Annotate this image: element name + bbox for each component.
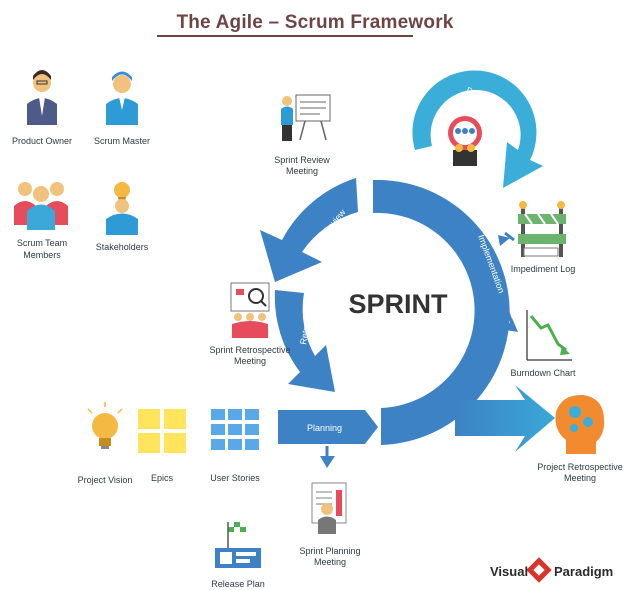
- release-plan-label: Release Plan: [211, 579, 265, 589]
- sprint-planning-label-line2: Meeting: [313, 557, 347, 567]
- project-retrospective-icon: [555, 394, 605, 454]
- output-arrows: [320, 231, 518, 468]
- burndown-chart-icon: [526, 310, 572, 361]
- sprint-retro-label-line1: Sprint Retrospective: [209, 345, 291, 355]
- release-plan-icon: [215, 522, 261, 568]
- user-stories-label: User Stories: [210, 473, 260, 483]
- planning-label: Planning: [307, 423, 342, 433]
- impediment-log-label: Impediment Log: [510, 264, 576, 274]
- sprint-retrospective-icon: [230, 282, 270, 338]
- project-retro-label-line2: Meeting: [563, 473, 597, 483]
- scrum-master-label: Scrum Master: [93, 136, 150, 146]
- epics-label: Epics: [150, 473, 173, 483]
- logo-text-visual: Visual: [490, 564, 529, 579]
- sprint-review-label-line1: Sprint Review: [274, 155, 330, 165]
- visual-paradigm-logo-mark: [526, 557, 552, 583]
- stakeholders-icon: [106, 182, 138, 235]
- scrum-team-label-line2: Members: [23, 250, 61, 260]
- sprint-planning-label-line1: Sprint Planning: [299, 546, 361, 556]
- sprint-review-label-line2: Meeting: [285, 166, 319, 176]
- page-title: The Agile – Scrum Framework: [176, 12, 454, 33]
- project-retro-label-line1: Project Retrospective: [537, 462, 623, 472]
- title-underline: [157, 35, 413, 37]
- user-stories-cards-icon: [211, 409, 259, 450]
- product-owner-icon: [27, 70, 57, 125]
- impediment-log-icon: [518, 201, 566, 257]
- project-vision-icon: [87, 402, 123, 449]
- sprint-planning-icon: [311, 482, 347, 534]
- scrum-master-icon: [106, 71, 138, 125]
- burndown-chart-label: Burndown Chart: [510, 368, 576, 378]
- product-owner-label: Product Owner: [11, 136, 73, 146]
- logo-text-paradigm: Paradigm: [554, 564, 614, 579]
- epics-sticky-notes-icon: [138, 409, 186, 453]
- sprint-retro-label-line2: Meeting: [233, 356, 267, 366]
- daily-scrum-loop: [412, 70, 543, 188]
- sprint-center-text: SPRINT: [348, 289, 448, 319]
- project-vision-label: Project Vision: [77, 475, 133, 485]
- stakeholders-label: Stakeholders: [95, 242, 149, 252]
- sprint-review-icon: [281, 94, 331, 141]
- daily-scrum-meeting-icon: [448, 116, 482, 166]
- sprint-cycle-ring: [260, 178, 555, 452]
- scrum-team-label-line1: Scrum Team: [16, 238, 68, 248]
- scrum-team-icon: [14, 182, 68, 230]
